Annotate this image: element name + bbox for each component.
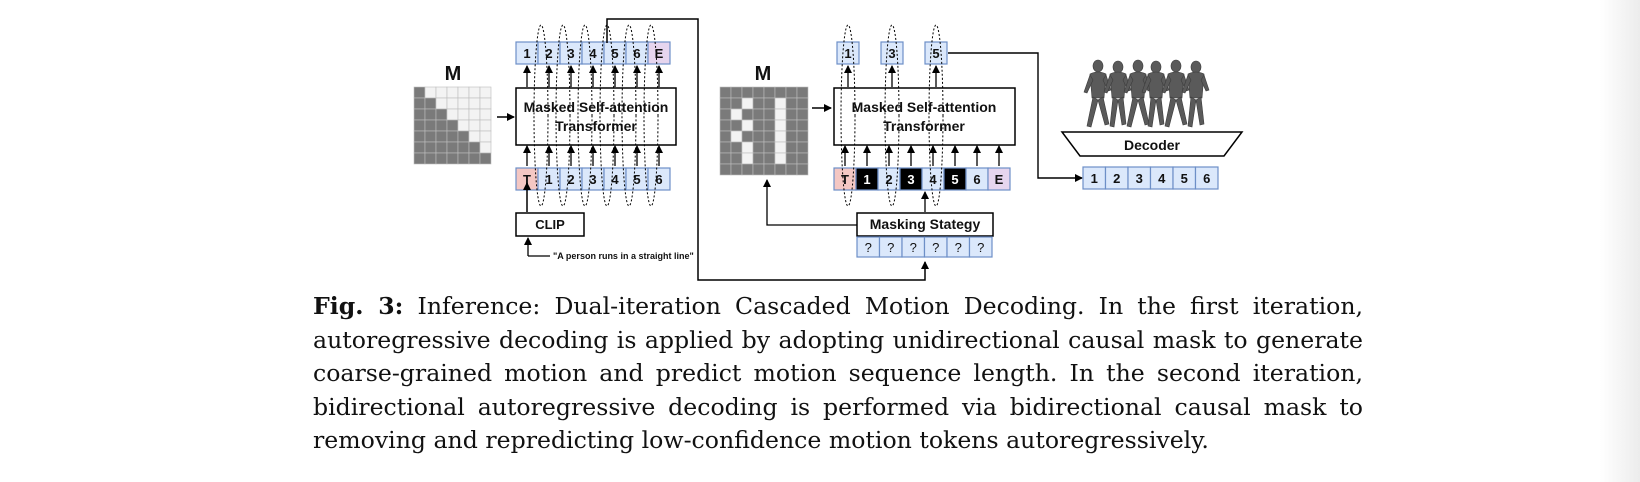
transformer-right-line1: Masked Self-attention bbox=[852, 99, 997, 115]
masking-query-token: ? bbox=[865, 240, 872, 255]
right-input-token-box bbox=[987, 167, 1011, 191]
left-input-token: 5 bbox=[633, 172, 640, 187]
left-input-token: 6 bbox=[655, 172, 662, 187]
humanoid-figure bbox=[1123, 59, 1152, 128]
humanoid-figure bbox=[1103, 60, 1132, 128]
masking-query-tokens: ?????? bbox=[856, 236, 993, 258]
right-input-token: 4 bbox=[929, 172, 937, 187]
decoder-output-token: 5 bbox=[1181, 171, 1188, 186]
decoder-block bbox=[1060, 131, 1244, 157]
right-input-token: T bbox=[841, 172, 849, 187]
left-arrows bbox=[523, 65, 663, 166]
left-output-token: 6 bbox=[633, 46, 640, 61]
humanoid-figure bbox=[1181, 60, 1210, 128]
transformer-left bbox=[515, 87, 677, 146]
right-input-token: 1 bbox=[863, 172, 870, 187]
right-input-token: 2 bbox=[885, 172, 892, 187]
motion-figures-image bbox=[1083, 59, 1210, 128]
masking-query-box bbox=[968, 236, 993, 258]
text-prompt: "A person runs in a straight line" bbox=[553, 251, 694, 261]
transformer-left-line2: Transformer bbox=[555, 118, 637, 134]
left-input-token: 2 bbox=[567, 172, 574, 187]
masking-strategy-label: Masking Stategy bbox=[870, 216, 981, 232]
clip-encoder bbox=[515, 212, 585, 237]
caption-label: Fig. 3: bbox=[313, 292, 404, 320]
left-output-token: 2 bbox=[545, 46, 552, 61]
right-output-token: 5 bbox=[932, 46, 939, 61]
left-input-token: T bbox=[523, 172, 531, 187]
left-output-token-box bbox=[647, 41, 671, 65]
left-input-token: 3 bbox=[589, 172, 596, 187]
iteration-connector bbox=[606, 18, 929, 281]
left-input-token: 1 bbox=[545, 172, 552, 187]
transformer-right bbox=[833, 87, 1016, 146]
bidirectional-mask-grid bbox=[719, 86, 809, 176]
right-input-token: 3 bbox=[907, 172, 914, 187]
masking-query-token: ? bbox=[887, 240, 894, 255]
masking-query-token: ? bbox=[955, 240, 962, 255]
left-output-token: 1 bbox=[523, 46, 530, 61]
left-output-token: E bbox=[655, 46, 664, 61]
mask-label-left: M bbox=[445, 63, 462, 85]
decoder-output-token-box bbox=[1194, 166, 1219, 190]
caption-text: Inference: Dual-iteration Cascaded Motio… bbox=[313, 292, 1364, 454]
humanoid-figure bbox=[1161, 59, 1190, 128]
right-output-token: 3 bbox=[888, 46, 895, 61]
right-arrows bbox=[841, 65, 1003, 166]
page-edge-shadow bbox=[1600, 0, 1640, 482]
decoder-output-token: 1 bbox=[1091, 171, 1098, 186]
transformer-left-line1: Masked Self-attention bbox=[524, 99, 669, 115]
decoder-label: Decoder bbox=[1124, 137, 1181, 153]
mask-label-right: M bbox=[755, 63, 772, 85]
left-input-token-box bbox=[647, 167, 671, 191]
left-output-token: 4 bbox=[589, 46, 597, 61]
left-feedback-loops bbox=[533, 24, 659, 207]
right-feedback-loops bbox=[840, 24, 944, 207]
humanoid-figure bbox=[1083, 59, 1112, 128]
transformer-right-line2: Transformer bbox=[883, 118, 965, 134]
masking-query-token: ? bbox=[977, 240, 984, 255]
left-output-token: 5 bbox=[611, 46, 618, 61]
decoder-output-token: 6 bbox=[1203, 171, 1210, 186]
causal-mask-grid bbox=[413, 86, 492, 165]
masking-query-token: ? bbox=[910, 240, 917, 255]
clip-label: CLIP bbox=[535, 217, 565, 232]
decoder-output-token: 4 bbox=[1158, 171, 1166, 186]
figure-caption: Fig. 3: Inference: Dual-iteration Cascad… bbox=[313, 290, 1363, 458]
right-output-token: 1 bbox=[844, 46, 851, 61]
left-output-token: 3 bbox=[567, 46, 574, 61]
decoder-output-token: 3 bbox=[1136, 171, 1143, 186]
right-input-token: 6 bbox=[973, 172, 980, 187]
left-input-token: 4 bbox=[611, 172, 619, 187]
masking-query-token: ? bbox=[932, 240, 939, 255]
right-input-token: E bbox=[995, 172, 1004, 187]
right-input-token: 5 bbox=[951, 172, 958, 187]
decoder-output-token: 2 bbox=[1113, 171, 1120, 186]
